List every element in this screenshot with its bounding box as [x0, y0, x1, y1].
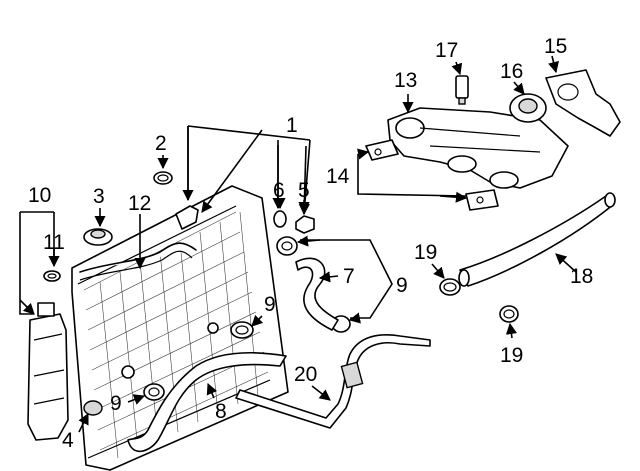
mount-4	[83, 400, 103, 416]
lower-hose	[127, 352, 287, 453]
callout-19-a: 19	[414, 241, 437, 264]
leader-lines	[19, 55, 577, 433]
upper-hose	[295, 257, 339, 331]
callout-5: 5	[298, 179, 310, 202]
clip-2	[153, 171, 173, 185]
callout-19-b: 19	[500, 344, 523, 367]
callout-17: 17	[435, 39, 458, 62]
callout-11: 11	[43, 231, 65, 254]
thermostat	[509, 93, 547, 123]
callout-9-a: 9	[264, 293, 276, 316]
callout-9-c: 9	[110, 392, 122, 415]
water-outlet-housing	[387, 107, 569, 189]
callout-16: 16	[500, 60, 523, 83]
hose-clamp-9-a	[276, 236, 298, 256]
gasket-14-a	[365, 139, 399, 161]
callout-9-b: 9	[396, 274, 408, 297]
callout-3: 3	[93, 185, 105, 208]
callout-8: 8	[215, 400, 227, 423]
callout-12: 12	[128, 192, 151, 215]
callout-labels: 1 2 3 4 5 6 7 8 9 9 9 10 11 12 13 14 15 …	[28, 35, 593, 452]
coolant-reservoir	[27, 302, 69, 441]
callout-15: 15	[544, 35, 567, 58]
radiator-cap-3	[83, 228, 113, 246]
callout-4: 4	[62, 429, 74, 452]
bolt-5	[295, 215, 315, 234]
reservoir-cap-11	[43, 270, 61, 282]
callout-10: 10	[28, 184, 51, 207]
radiator	[71, 185, 289, 471]
bypass-pipe	[235, 334, 431, 429]
callout-6: 6	[273, 179, 285, 202]
callout-18: 18	[570, 265, 593, 288]
callout-14: 14	[326, 165, 350, 188]
callout-2: 2	[155, 132, 167, 155]
hose-clamp-9-b	[230, 321, 254, 339]
callout-1: 1	[286, 114, 298, 137]
heater-pipe	[458, 192, 616, 287]
hose-clamp-9-c	[143, 383, 165, 401]
o-ring-19-a	[439, 278, 461, 296]
callout-13: 13	[394, 69, 417, 92]
callout-20: 20	[294, 363, 317, 386]
temperature-sensor	[455, 75, 469, 105]
thermostat-housing	[545, 69, 621, 137]
seal-6	[273, 210, 287, 228]
o-ring-19-b	[499, 305, 519, 323]
callout-7: 7	[343, 265, 355, 288]
gasket-14-b	[465, 189, 499, 211]
